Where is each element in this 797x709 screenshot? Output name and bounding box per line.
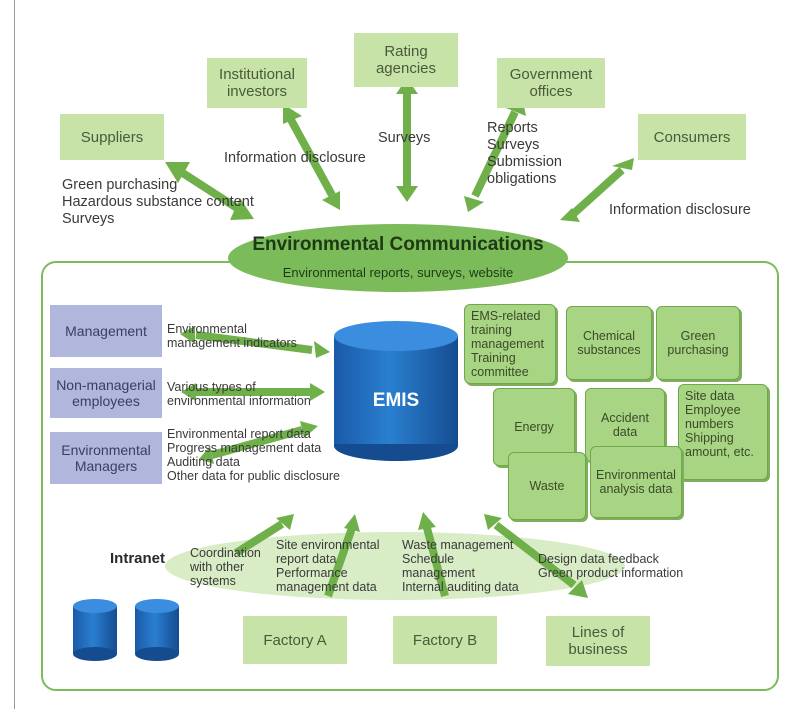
arrowhead-suppliers-a: [165, 162, 190, 183]
arrow-factory-a: [324, 526, 356, 598]
arrow-management: [195, 331, 313, 354]
data-box-environmental-analysis: Environmental analysis data: [590, 446, 682, 518]
role-env-managers-desc: Environmental report data Progress manag…: [167, 427, 341, 483]
intranet-ellipse: [165, 532, 625, 600]
role-non-managerial-employees: Non-managerial employees: [50, 368, 162, 418]
arrow-env-managers: [210, 426, 304, 459]
arrowhead-rating-b: [396, 186, 418, 202]
arrowhead-factory-a: [344, 514, 360, 532]
intranet-label: Intranet: [110, 550, 166, 567]
label-investors-flow: Information disclosure: [224, 150, 366, 166]
stakeholder-suppliers: Suppliers: [60, 114, 164, 160]
arrowhead-nonmanagerial-b: [310, 383, 325, 401]
database-icon-1: [73, 599, 117, 661]
intranet-site-environmental: Site environmental report data Performan…: [276, 538, 380, 594]
database-icon-2: [135, 599, 179, 661]
data-box-waste: Waste: [508, 452, 586, 520]
arrow-coordination: [233, 520, 285, 557]
arrowhead-consumers-b: [560, 208, 580, 222]
arrowhead-lines-b: [568, 580, 588, 598]
arrowhead-management-b: [314, 341, 330, 358]
arrowhead-nonmanagerial-a: [181, 383, 196, 401]
stakeholder-government-offices: Government offices: [497, 58, 605, 108]
label-consumers-flow: Information disclosure: [609, 202, 751, 218]
arrow-suppliers: [175, 166, 243, 214]
env-comm-title: Environmental Communications: [252, 234, 544, 255]
arrow-investors: [286, 116, 336, 197]
arrowhead-env-managers-a: [199, 446, 214, 464]
arrowhead-factory-b: [418, 512, 436, 530]
env-comm-ellipse: [228, 224, 568, 292]
role-non-managerial-desc: Various types of environmental informati…: [167, 380, 311, 408]
frame-left-border: [14, 0, 15, 709]
arrow-consumers: [569, 167, 625, 218]
arrowhead-lines-a: [484, 514, 502, 530]
data-box-ems-training: EMS-related training management Training…: [464, 304, 556, 384]
arrow-factory-b: [423, 526, 449, 598]
role-environmental-managers: Environmental Managers: [50, 432, 162, 484]
data-box-site-data: Site data Employee numbers Shipping amou…: [678, 384, 768, 480]
arrowhead-investors-a: [283, 104, 302, 124]
arrowhead-investors-b: [322, 191, 340, 210]
data-box-chemical-substances: Chemical substances: [566, 306, 652, 380]
label-rating-flow: Surveys: [378, 130, 431, 146]
arrowhead-consumers-a: [612, 158, 634, 170]
stakeholder-institutional-investors: Institutional investors: [207, 58, 307, 108]
stakeholder-rating-agencies: Rating agencies: [354, 33, 458, 87]
emis-label: EMIS: [372, 390, 420, 411]
intranet-design-data: Design data feedback Green product infor…: [538, 552, 684, 580]
intranet-waste-management: Waste management Schedule management Int…: [402, 538, 519, 594]
data-box-green-purchasing: Green purchasing: [656, 306, 740, 380]
arrowhead-government-b: [464, 196, 484, 212]
env-comm-subtitle: Environmental reports, surveys, website: [282, 265, 514, 280]
intranet-coordination: Coordination with other systems: [190, 546, 261, 588]
arrow-lines: [493, 521, 577, 589]
emis-cylinder: [334, 321, 458, 461]
lines-of-business-box: Lines of business: [546, 616, 650, 666]
stakeholder-consumers: Consumers: [638, 114, 746, 160]
arrowhead-env-managers-b: [300, 421, 318, 438]
label-suppliers-flow: Green purchasing Hazardous substance con…: [62, 177, 254, 227]
arrowhead-suppliers-b: [230, 198, 254, 220]
label-government-flow: Reports Surveys Submission obligations: [487, 120, 562, 187]
role-management: Management: [50, 305, 162, 357]
arrowhead-management-a: [180, 326, 195, 344]
arrow-government: [471, 110, 519, 198]
factory-a-box: Factory A: [243, 616, 347, 664]
factory-b-box: Factory B: [393, 616, 497, 664]
arrowhead-coordination: [276, 514, 294, 530]
role-management-desc: Environmental management indicators: [167, 322, 297, 350]
